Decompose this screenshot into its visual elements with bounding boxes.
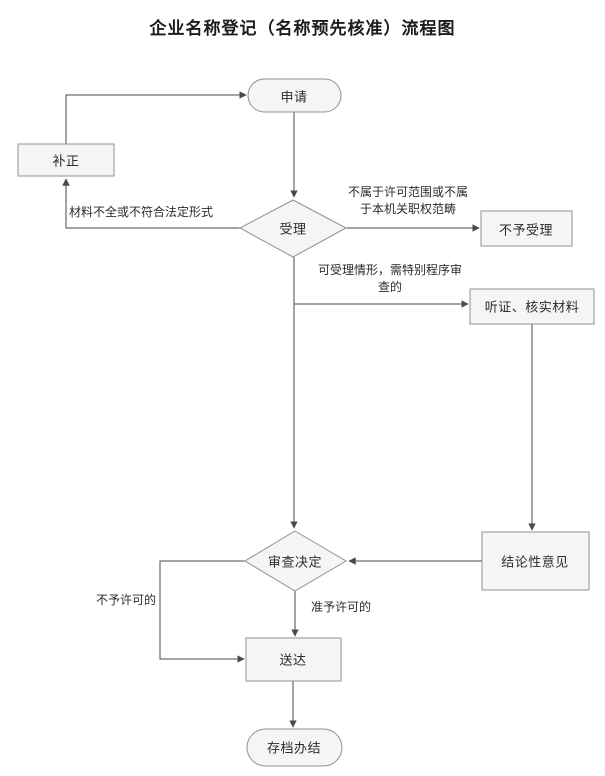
node-decision-shape [244,530,347,592]
node-archive-label: 存档办结 [266,740,322,756]
node-acceptance-label: 受理 [279,221,307,237]
node-conclusion-shape [481,531,590,591]
node-acceptance-shape [238,199,348,258]
edge-acceptance-to-correction [62,178,240,229]
edge-label-permitted: 准予许可的 [311,600,372,614]
node-apply-label: 申请 [280,89,308,105]
edge-decision-to-delivery-denied [159,560,245,663]
edge-label-special-procedure: 可受理情形，需特别程序审查的 [317,263,462,294]
edge-label-out-of-scope: 不属于许可范围或不属于本机关职权范畴 [347,185,468,216]
node-hearing-shape [469,288,595,325]
node-archive-shape [246,728,343,767]
node-delivery-label: 送达 [279,652,307,668]
node-correction-label: 补正 [52,153,80,169]
node-conclusion-label: 结论性意见 [501,554,569,570]
node-delivery-shape [245,637,342,682]
node-decision-label: 审查决定 [267,554,323,570]
node-correction-shape [17,143,115,177]
page-title: 企业名称登记（名称预先核准）流程图 [149,19,456,38]
node-hearing-label: 听证、核实材料 [484,299,580,315]
node-not-accepted-label: 不予受理 [498,222,554,238]
edge-correction-to-apply [65,91,247,144]
node-not-accepted-shape [480,210,573,247]
edge-label-not-permitted: 不予许可的 [96,593,157,607]
edge-label-incomplete-materials: 材料不全或不符合法定形式 [69,205,214,219]
node-apply-shape [247,78,342,113]
